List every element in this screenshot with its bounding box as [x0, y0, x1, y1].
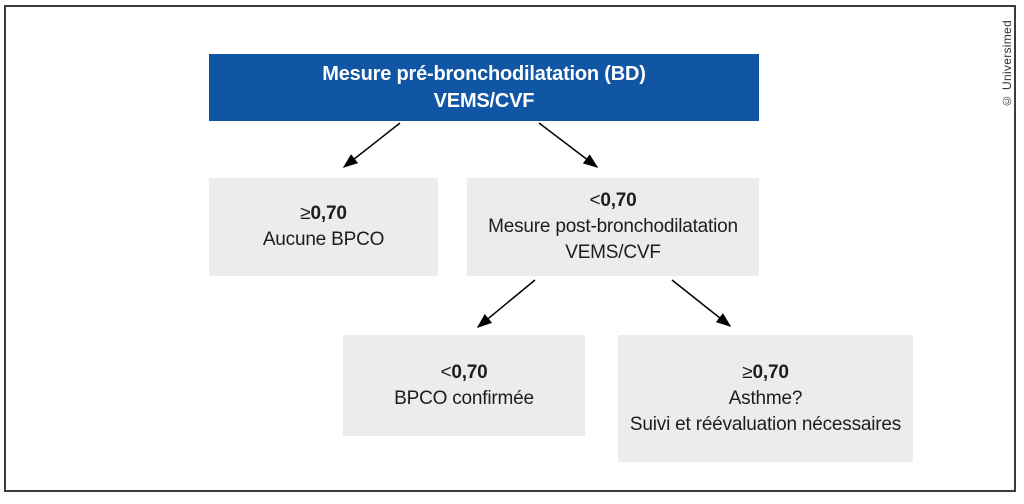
node-pre-bronchodilatation-subtitle: VEMS/CVF	[433, 89, 535, 112]
threshold-value: 0,70	[752, 361, 789, 383]
node-pre-bronchodilatation: Mesure pré-bronchodilatation (BD) VEMS/C…	[209, 54, 759, 121]
threshold-symbol: <	[589, 190, 601, 211]
arrow-postbd-to-copd-confirmed	[476, 279, 536, 328]
threshold-symbol: ≥	[300, 203, 311, 224]
node-post-bronchodilatation-subtitle: VEMS/CVF	[565, 242, 661, 263]
threshold-symbol: <	[440, 361, 452, 383]
node-copd-confirmed: <0,70 BPCO confirmée	[343, 335, 585, 436]
node-post-bronchodilatation-threshold: <0,70	[589, 188, 636, 214]
node-post-bronchodilatation: <0,70 Mesure post-bronchodilatation VEMS…	[467, 178, 759, 276]
node-copd-confirmed-label: BPCO confirmée	[394, 387, 534, 409]
arrow-postbd-to-asthma	[671, 279, 732, 327]
node-asthma-followup: Suivi et réévaluation nécessaires	[629, 413, 902, 435]
threshold-value: 0,70	[600, 190, 637, 211]
node-post-bronchodilatation-label: Mesure post-bronchodilatation	[488, 216, 738, 237]
node-no-copd-threshold: ≥0,70	[300, 201, 347, 227]
node-no-copd-label: Aucune BPCO	[262, 229, 385, 250]
node-no-copd: ≥0,70 Aucune BPCO	[209, 178, 438, 276]
node-copd-confirmed-threshold: <0,70	[440, 360, 487, 386]
node-asthma-label: Asthme?	[728, 387, 803, 409]
threshold-value: 0,70	[310, 203, 347, 224]
threshold-value: 0,70	[451, 361, 488, 383]
arrow-prebd-to-postbd	[538, 122, 599, 168]
node-asthma-threshold: ≥0,70	[742, 360, 789, 386]
threshold-symbol: ≥	[742, 361, 753, 383]
arrow-prebd-to-nocopd	[342, 122, 401, 168]
node-asthma: ≥0,70 Asthme? Suivi et réévaluation néce…	[618, 335, 913, 462]
node-pre-bronchodilatation-title: Mesure pré-bronchodilatation (BD)	[322, 62, 646, 85]
copyright-text: © Universimed	[1000, 20, 1014, 108]
